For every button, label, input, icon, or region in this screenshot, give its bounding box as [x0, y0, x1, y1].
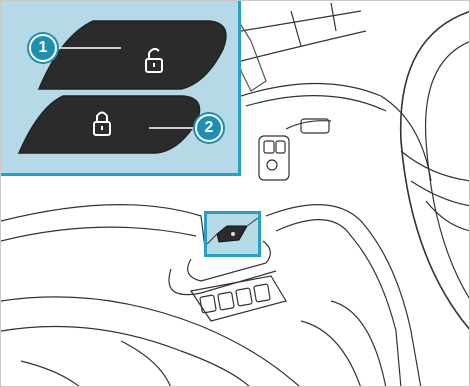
- callout-2-label: 2: [205, 119, 214, 137]
- lock-buttons-drawing: [1, 1, 241, 176]
- callout-1-label: 1: [39, 39, 48, 57]
- callout-1-badge: 1: [29, 34, 57, 62]
- zoom-highlight-box: [204, 211, 261, 257]
- lock-switch-small-drawing: [207, 214, 258, 254]
- callout-2-badge: 2: [195, 114, 223, 142]
- unlock-button-shape: [39, 21, 226, 89]
